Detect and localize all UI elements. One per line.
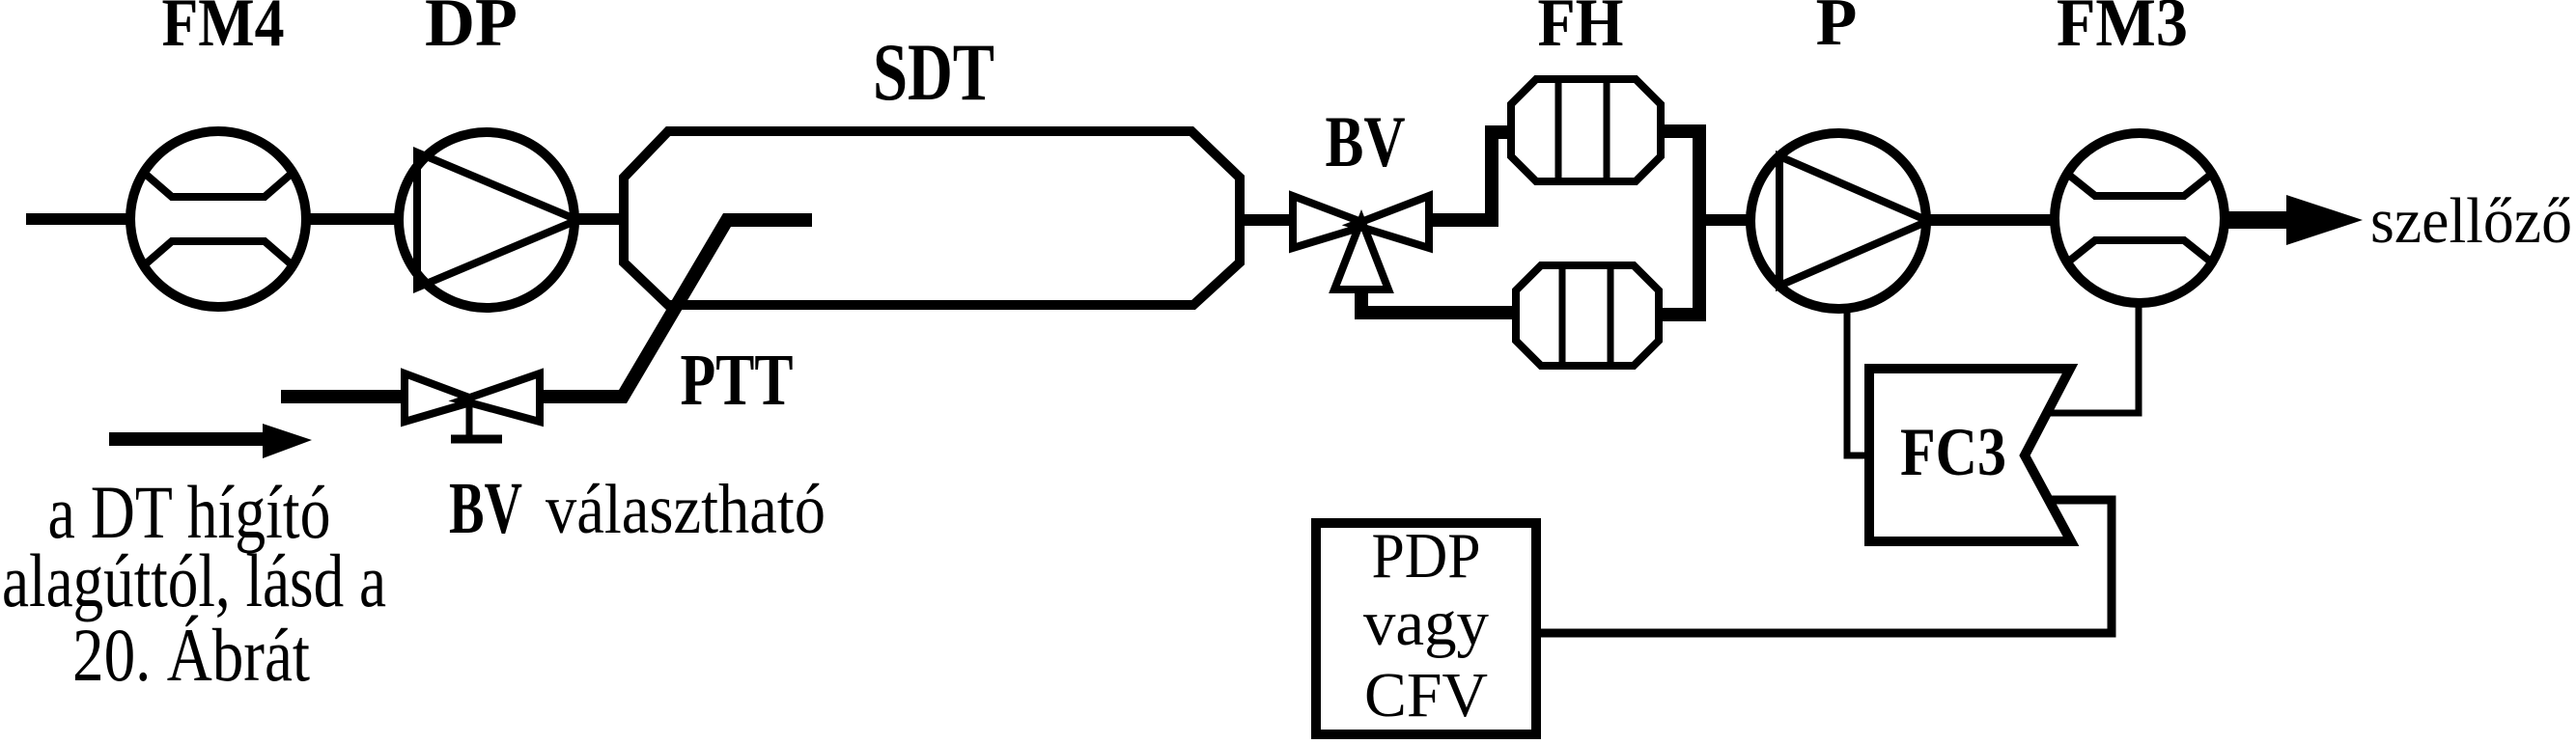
svg-text:alagúttól, lásd a: alagúttól, lásd a (2, 538, 386, 622)
svg-text:választható: választható (546, 470, 826, 548)
svg-text:BV: BV (1326, 102, 1406, 182)
svg-text:DP: DP (425, 0, 518, 61)
svg-text:CFV: CFV (1364, 660, 1488, 730)
svg-text:FC3: FC3 (1900, 415, 2006, 490)
svg-text:SDT: SDT (873, 27, 994, 118)
svg-text:a DT hígító: a DT hígító (48, 470, 331, 554)
svg-text:szellőző: szellőző (2370, 185, 2572, 257)
svg-text:BV: BV (449, 468, 522, 549)
svg-text:FM4: FM4 (162, 0, 285, 61)
svg-text:20. Ábrát: 20. Ábrát (72, 613, 310, 697)
svg-text:PDP: PDP (1372, 520, 1481, 592)
svg-text:FH: FH (1538, 0, 1624, 61)
svg-text:vagy: vagy (1363, 588, 1489, 659)
svg-text:P: P (1816, 0, 1858, 60)
svg-text:PTT: PTT (681, 340, 794, 421)
svg-text:FM3: FM3 (2057, 0, 2188, 61)
